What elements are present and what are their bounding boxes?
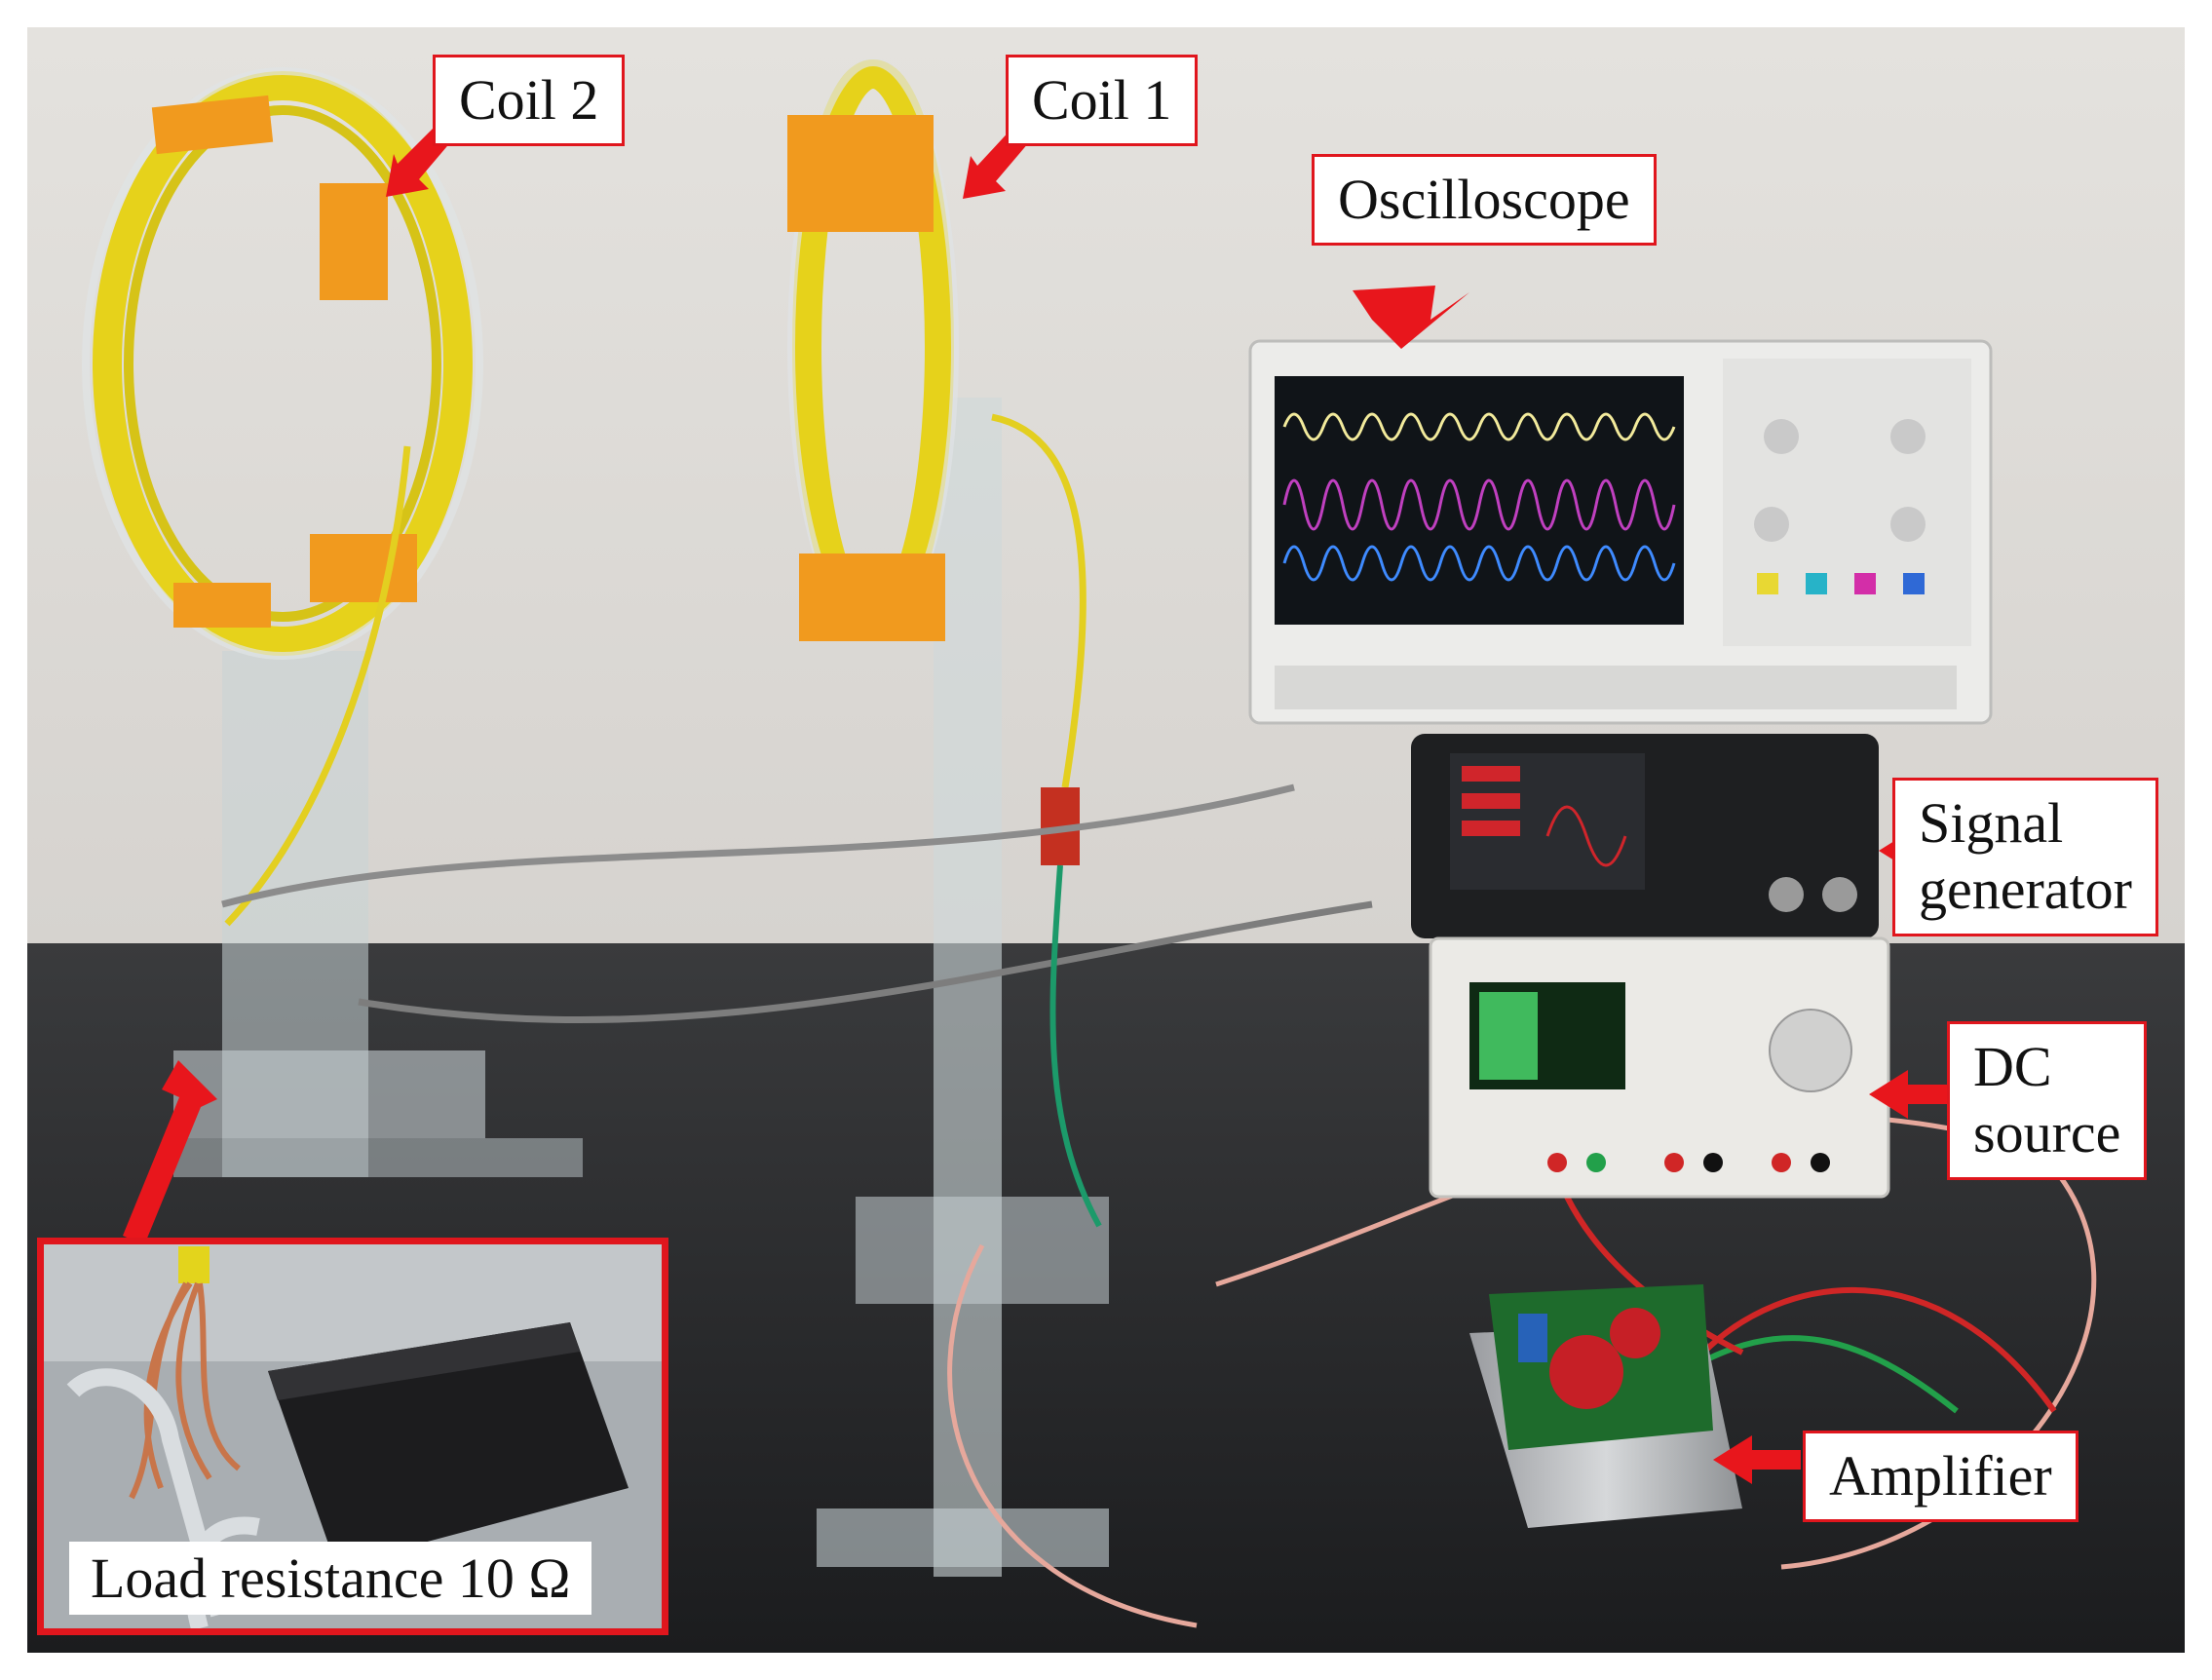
label-oscilloscope: Oscilloscope <box>1312 154 1657 247</box>
arrow-icon <box>1869 1070 1957 1119</box>
label-amplifier-text: Amplifier <box>1829 1444 2052 1508</box>
label-dc-source-line1: DC <box>1973 1035 2052 1098</box>
arrow-icon <box>1713 1435 1801 1484</box>
dc-source-device <box>1429 936 1890 1199</box>
label-coil-1-text: Coil 1 <box>1032 68 1172 132</box>
label-signal-generator-line2: generator <box>1919 858 2132 922</box>
arrow-icon <box>123 1060 217 1245</box>
label-dc-source: DC source <box>1947 1021 2148 1180</box>
load-resistance-inset: Load resistance 10 Ω <box>37 1238 668 1635</box>
arrow-icon <box>1353 286 1469 349</box>
label-coil-2-text: Coil 2 <box>459 68 599 132</box>
label-coil-1: Coil 1 <box>1006 55 1199 147</box>
oscilloscope-device <box>1248 339 1993 725</box>
signal-generator-device <box>1411 734 1879 938</box>
label-oscilloscope-text: Oscilloscope <box>1338 168 1630 231</box>
setup-photo: Coil 2 Coil 1 Oscilloscope Signal genera… <box>27 27 2185 1653</box>
amplifier-device <box>1469 1284 1742 1528</box>
label-amplifier: Amplifier <box>1803 1431 2079 1523</box>
load-resistance-label: Load resistance 10 Ω <box>69 1542 592 1615</box>
label-signal-generator-line1: Signal <box>1919 791 2064 855</box>
label-coil-2: Coil 2 <box>433 55 626 147</box>
label-signal-generator: Signal generator <box>1892 778 2158 936</box>
label-dc-source-line2: source <box>1973 1101 2121 1165</box>
coil-1-assembly <box>787 58 1109 1577</box>
coil-2-assembly <box>82 67 583 1177</box>
